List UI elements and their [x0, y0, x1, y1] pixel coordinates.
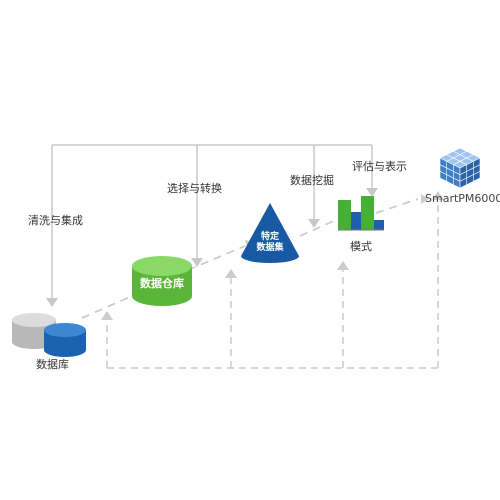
label-specific-dataset: 特定 数据集 [250, 232, 290, 254]
arrow-to-model [366, 188, 378, 197]
feedback-arrowheads [46, 188, 378, 307]
label-specific-dataset-line2: 数据集 [256, 243, 284, 253]
label-data-mining: 数据挖掘 [290, 174, 334, 187]
bottom-dashed-loop [106, 198, 439, 369]
label-database: 数据库 [36, 358, 69, 371]
label-evaluate-present: 评估与表示 [352, 160, 407, 173]
label-clean-integrate: 清洗与集成 [28, 214, 83, 227]
bottom-loop-arrowheads [101, 191, 444, 320]
specific-dataset-icon [241, 203, 299, 263]
process-dashed-path [81, 198, 419, 319]
model-chart-icon [338, 196, 384, 231]
smartpm-cube-icon [439, 147, 481, 189]
label-specific-dataset-line1: 特定 [260, 232, 279, 242]
label-product: SmartPM6000 [425, 192, 500, 205]
arrow-to-warehouse [191, 258, 203, 267]
label-model: 模式 [350, 240, 372, 253]
database-icon [12, 313, 86, 357]
data-warehouse-icon [132, 256, 192, 306]
label-data-warehouse: 数据仓库 [140, 277, 184, 290]
feedback-loop-lines [51, 144, 373, 298]
label-select-transform: 选择与转换 [167, 182, 222, 195]
arrow-to-dataset [308, 219, 320, 228]
arrow-to-database [46, 298, 58, 307]
